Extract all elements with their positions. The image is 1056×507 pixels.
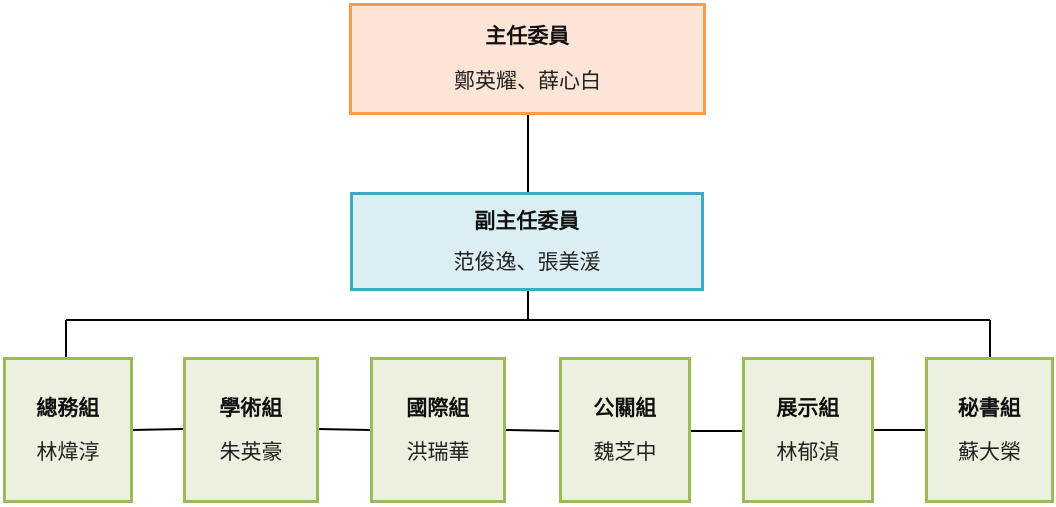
vice-chair-names: 范俊逸、張美湲	[453, 249, 601, 274]
group-title: 展示組	[776, 395, 840, 420]
group-box-secretariat: 秘書組 蘇大榮	[925, 357, 1054, 503]
group-box-academic: 學術組 朱英豪	[183, 357, 319, 503]
group-names: 洪瑞華	[406, 439, 470, 464]
connector-group-1-2	[131, 428, 184, 431]
group-box-international: 國際組 洪瑞華	[370, 357, 506, 503]
chair-title: 主任委員	[485, 24, 570, 48]
chair-names: 鄭英耀、薛心白	[454, 69, 601, 93]
group-title: 秘書組	[958, 395, 1021, 420]
group-title: 公關組	[593, 395, 657, 420]
group-box-general-affairs: 總務組 林煒淳	[3, 357, 133, 503]
chair-box: 主任委員 鄭英耀、薛心白	[349, 3, 706, 115]
group-names: 魏芝中	[593, 439, 657, 464]
vice-chair-title: 副主任委員	[474, 208, 580, 233]
group-box-public-relations: 公關組 魏芝中	[559, 357, 691, 503]
group-names: 林煒淳	[36, 439, 100, 464]
connector-group-3-4	[505, 429, 560, 432]
group-title: 總務組	[36, 395, 100, 420]
connector-group-2-3	[317, 428, 371, 431]
group-names: 朱英豪	[219, 439, 283, 464]
group-names: 蘇大榮	[958, 439, 1021, 464]
group-box-exhibition: 展示組 林郁湞	[742, 357, 874, 503]
group-names: 林郁湞	[776, 439, 840, 464]
group-title: 國際組	[406, 395, 470, 420]
group-title: 學術組	[219, 395, 283, 420]
vice-chair-box: 副主任委員 范俊逸、張美湲	[350, 192, 704, 291]
